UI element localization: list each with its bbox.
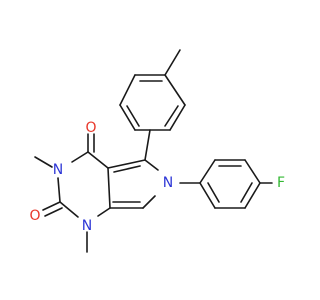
- bond-tolyl-ring: [119, 74, 136, 106]
- bond-pyrimidine: [57, 177, 61, 203]
- bond-fluorophenyl: [199, 159, 216, 184]
- molecule-diagram: O O N N N F: [29, 49, 285, 253]
- bond-pyrrole: [144, 159, 159, 171]
- atom-nitrogen-n3: N: [53, 162, 63, 178]
- bond-fluorophenyl-inner: [240, 182, 253, 203]
- bond-tolyl-ring: [164, 74, 186, 106]
- bond-pyrimidine: [97, 207, 111, 217]
- bond-fluorophenyl: [244, 182, 261, 209]
- bond-fluorophenyl: [244, 159, 261, 184]
- bond-pyrimidine: [71, 151, 89, 163]
- atom-nitrogen-n1: N: [82, 218, 92, 234]
- bond-tolyl-inner: [164, 105, 179, 127]
- atom-nitrogen-n6: N: [163, 175, 173, 191]
- bond-pyrrole: [142, 195, 156, 209]
- bond-pyrimidine: [87, 151, 109, 169]
- bond-pyrrole: [107, 167, 111, 209]
- structure-canvas: O O N N N F: [29, 49, 285, 253]
- bond-n3-methyl: [34, 156, 53, 168]
- bond-pyrimidine: [59, 201, 79, 218]
- atom-labels: O O N N N F: [29, 120, 285, 234]
- bond-carbonyl-left: [42, 201, 61, 211]
- bond-tolyl-ring: [169, 104, 186, 131]
- atom-oxygen-left: O: [29, 208, 40, 224]
- bond-tolyl-inner: [126, 105, 140, 127]
- atom-fluorine: F: [277, 175, 285, 191]
- bond-pyrrole: [107, 159, 146, 169]
- bond-carbonyl-left: [44, 207, 63, 217]
- bonds: [34, 49, 273, 253]
- bond-fluorophenyl-inner: [207, 182, 220, 203]
- bond-tolyl-ring: [119, 104, 136, 131]
- bond-fluorophenyl: [199, 182, 216, 209]
- atom-oxygen-top: O: [85, 120, 96, 136]
- bond-tolyl-c5: [144, 129, 151, 161]
- bond-pyrrole-inner: [113, 165, 141, 173]
- bond-methyl-tolyl: [164, 49, 181, 76]
